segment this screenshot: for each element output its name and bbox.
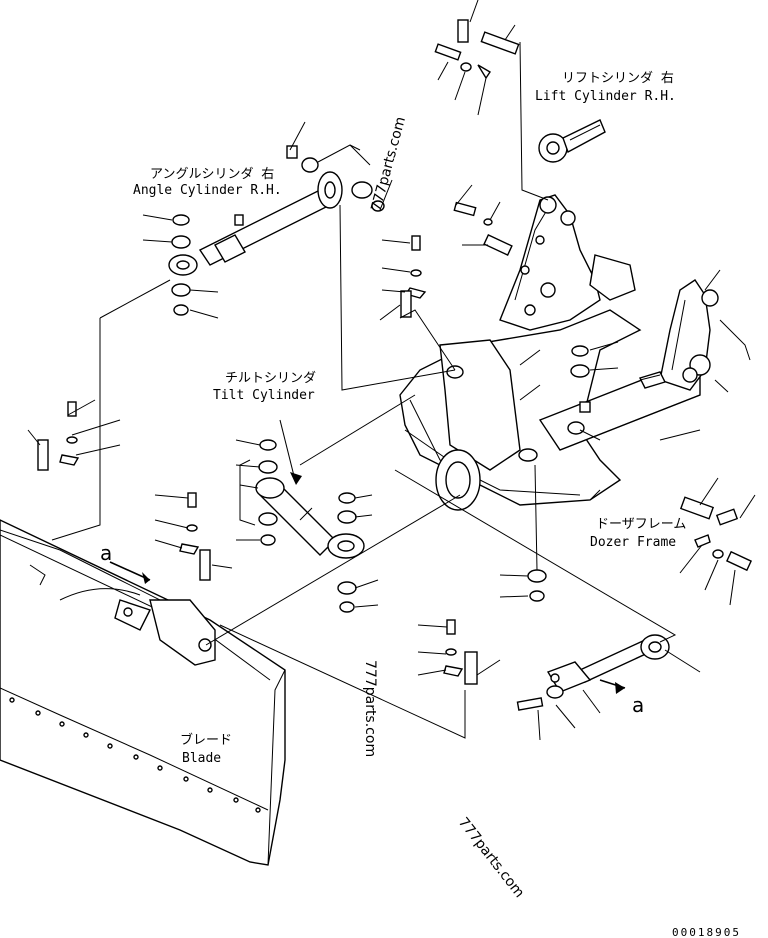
- dozer-frame: [399, 309, 701, 511]
- watermark-middle: 777parts.com: [362, 660, 378, 757]
- watermark-top: 777parts.com: [368, 115, 409, 213]
- blade: [0, 519, 286, 866]
- lift-bracket-right: [659, 279, 751, 391]
- leader-lines: [27, 0, 756, 741]
- brace: [546, 634, 670, 699]
- label-tilt-cylinder-en: Tilt Cylinder: [213, 388, 315, 403]
- label-angle-cylinder-en: Angle Cylinder R.H.: [133, 183, 282, 198]
- angle-cylinder: [168, 171, 343, 276]
- label-angle-cylinder-jp: アングルシリンダ 右: [150, 167, 274, 182]
- label-tilt-cylinder-jp: チルトシリンダ: [225, 371, 316, 386]
- arrows: [142, 472, 625, 694]
- lift-bracket-left: [499, 194, 636, 331]
- label-lift-cylinder-jp: リフトシリンダ 右: [562, 71, 674, 86]
- watermark-bottom: 777parts.com: [455, 815, 527, 901]
- reference-mark-a-right: a: [632, 693, 644, 717]
- label-dozer-frame-en: Dozer Frame: [590, 535, 676, 550]
- label-dozer-frame-jp: ドーザフレーム: [596, 517, 686, 532]
- label-lift-cylinder-en: Lift Cylinder R.H.: [535, 89, 676, 104]
- assembly-lines: [51, 41, 701, 739]
- reference-mark-a-left: a: [100, 541, 112, 565]
- blade-bolt-holes: [9, 697, 261, 813]
- label-blade-en: Blade: [182, 751, 221, 766]
- lift-cylinder-rod-end: [538, 119, 606, 163]
- drawing-number: 00018905: [672, 926, 741, 938]
- label-blade-jp: ブレード: [180, 732, 232, 748]
- tilt-cylinder: [255, 477, 365, 559]
